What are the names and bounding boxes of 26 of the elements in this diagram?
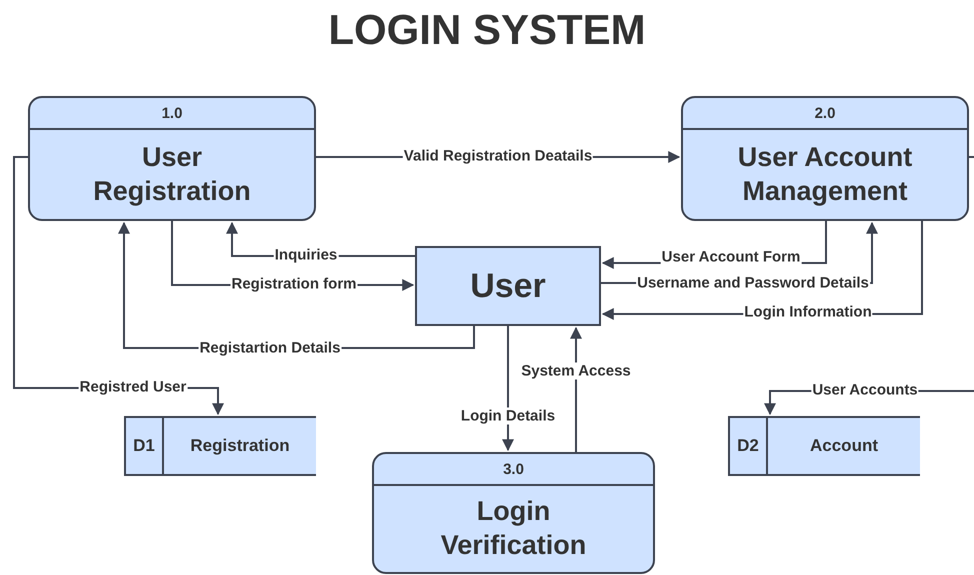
data-store [728,416,920,476]
process-box [372,452,655,574]
edge-label: Registred User [78,378,188,396]
data-store [124,416,316,476]
process-number: 1.0 [162,104,182,122]
store-id: D2 [737,436,759,456]
store-id: D1 [133,436,155,456]
process-number: 2.0 [814,104,836,122]
process-number: 3.0 [503,460,524,478]
edge-label: Registartion Details [198,340,342,356]
entity-name: User [470,266,546,306]
process-box [28,96,316,221]
process-box [681,96,969,221]
process-name: Login Verification [440,495,588,562]
edge-label: Login Details [460,408,556,424]
edge-label: System Access [520,362,632,380]
store-name: Registration [190,436,290,456]
process-name: User Account Management [736,140,914,208]
external-entity-box [415,246,601,326]
process-name: User Registration [92,140,252,208]
edge-label: User Account Form [660,248,802,266]
edge-label: Registration form [230,276,358,292]
diagram-title: LOGIN SYSTEM [327,6,647,54]
edge-label: Inquiries [274,246,338,264]
edge-label: Login Information [743,304,873,320]
store-name: Account [810,436,878,456]
